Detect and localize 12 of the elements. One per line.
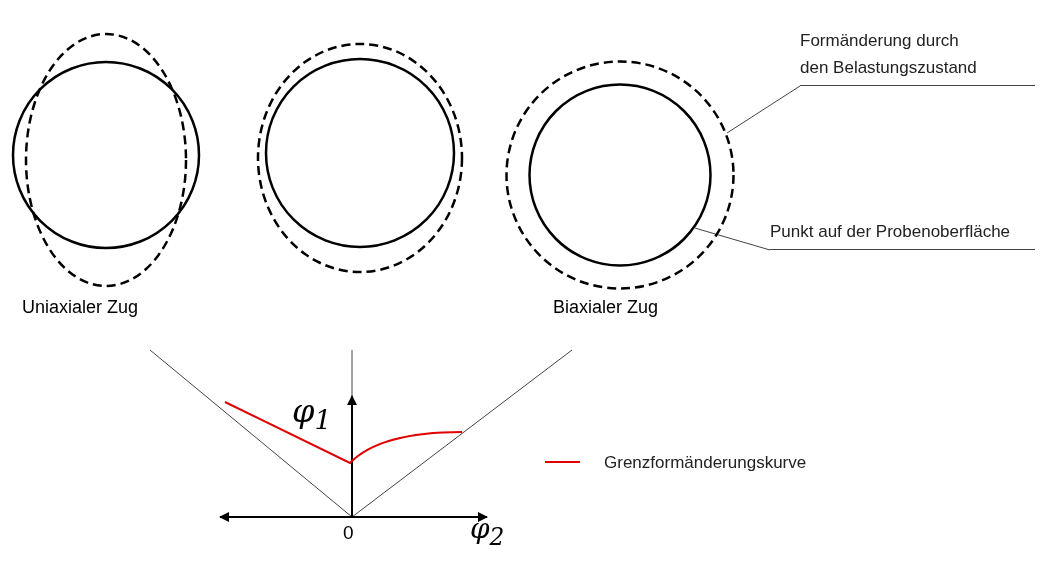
axis-label: φ$_{2}$ [470, 512, 505, 551]
leader-line [726, 85, 801, 134]
solid-circle [528, 83, 712, 267]
axis-label: 0 [343, 522, 354, 544]
callout-text: Formänderung durch den Belastungszustand [800, 5, 1035, 86]
callout-text: Punkt auf der Probenoberfläche [770, 172, 1035, 250]
label: Uniaxialer Zug [22, 297, 139, 318]
label: Biaxialer Zug [553, 297, 659, 318]
legend-label: Grenzformänderungskurve [604, 452, 807, 474]
dashed-circle [505, 60, 735, 290]
leader-line [694, 227, 771, 251]
axis-label: φ$_{1}$ [292, 392, 332, 436]
